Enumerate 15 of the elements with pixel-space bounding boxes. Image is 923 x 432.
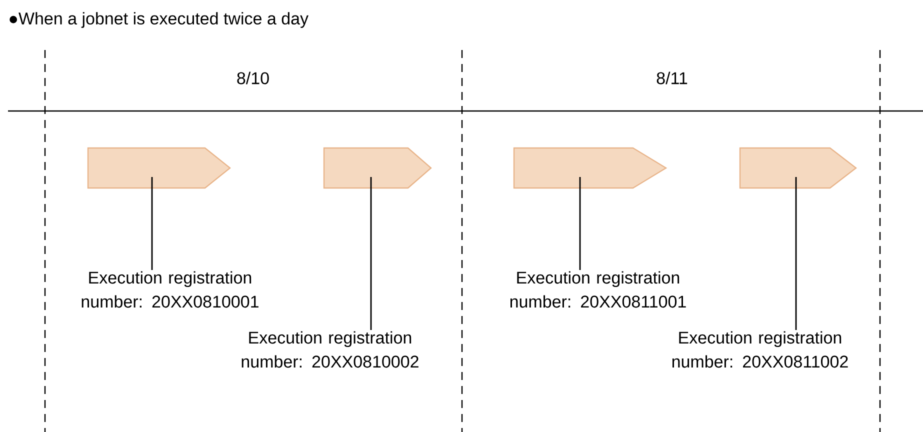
execution-arrow: [323, 147, 432, 189]
leader-line: [795, 177, 797, 330]
execution-arrow: [87, 147, 231, 189]
date-label: 8/11: [656, 72, 688, 84]
registration-label: Execution registration number: 20XX0811002: [672, 331, 848, 368]
registration-label: Execution registration number: 20XX0810002: [242, 331, 418, 368]
title: ●When a jobnet is executed twice a day: [10, 12, 308, 28]
execution-arrow: [739, 147, 857, 189]
leader-line: [579, 177, 581, 270]
registration-label: Execution registration number: 20XX0810001: [82, 271, 258, 308]
execution-arrow: [513, 147, 668, 189]
leader-line: [151, 177, 153, 270]
registration-label: Execution registration number: 20XX0811001: [510, 271, 686, 308]
leader-line: [370, 177, 372, 330]
date-label: 8/10: [237, 72, 269, 84]
